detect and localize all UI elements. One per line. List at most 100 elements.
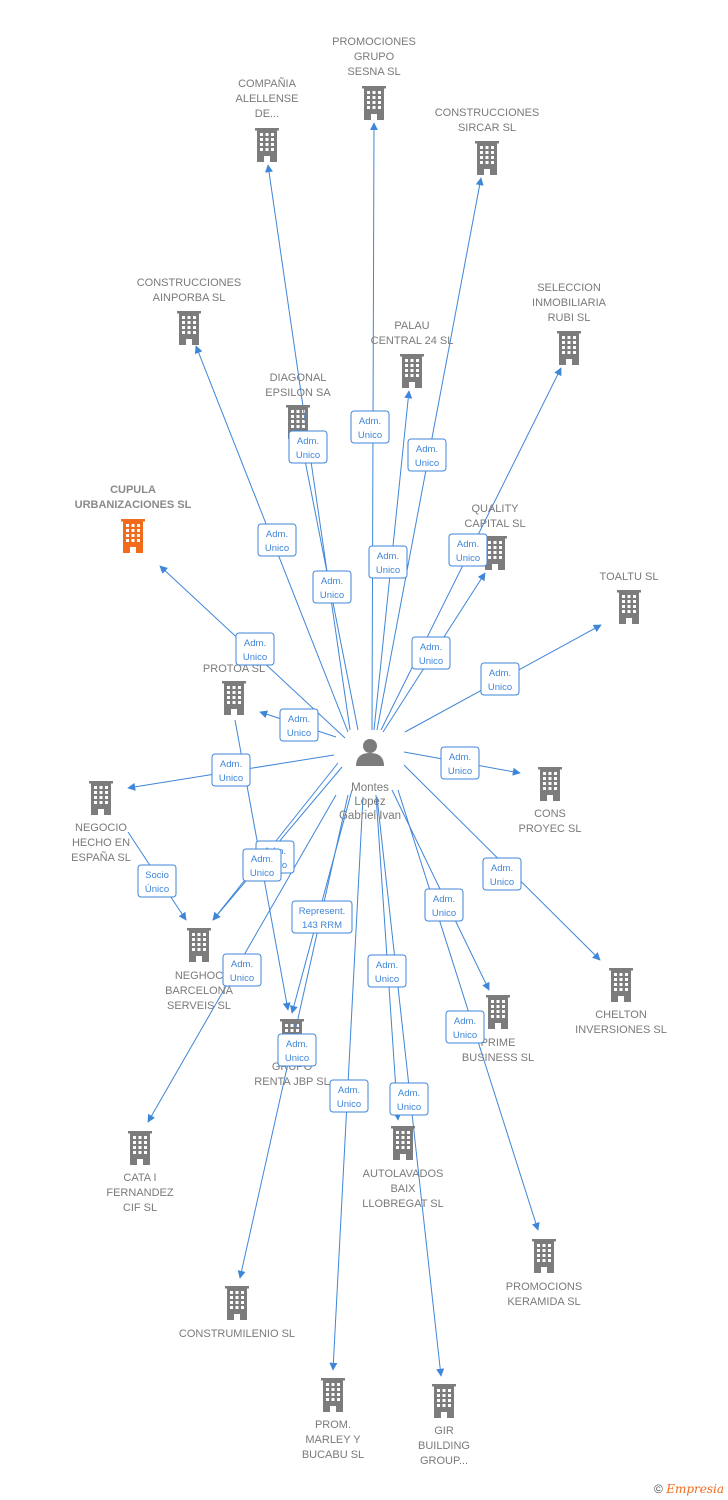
relation-badge-r-compania[interactable]: Adm.Unico (288, 430, 328, 464)
relation-label: Adm. (244, 638, 266, 649)
relation-badge-r-negocio[interactable]: Adm.Unico (211, 753, 251, 787)
relation-label: Unico (243, 652, 267, 663)
relation-badge-r-ainporba[interactable]: Adm.Unico (257, 523, 297, 557)
company-name-line: CONSTRUCCIONES (137, 277, 242, 289)
company-node-construcciones-ainporba[interactable]: CONSTRUCCIONES AINPORBA SL (137, 277, 242, 345)
relation-label: Unico (230, 973, 254, 984)
building-icon (255, 128, 279, 162)
company-name-line: KERAMIDA SL (507, 1296, 580, 1308)
company-name-line: HECHO EN (72, 837, 130, 849)
relation-label: Adm. (251, 854, 273, 865)
company-node-quality-capital[interactable]: QUALITY CAPITAL SL (464, 503, 526, 570)
relation-label: Unico (219, 773, 243, 784)
company-name-line: CAPITAL SL (464, 518, 525, 530)
relation-badge-r-diagonal[interactable]: Adm.Unico (312, 570, 352, 604)
company-name-line: CIF SL (123, 1202, 157, 1214)
relation-badge-r-quality[interactable]: Adm.Unico (411, 636, 451, 670)
company-node-compania-alellense[interactable]: COMPAÑIA ALELLENSE DE... (236, 77, 299, 162)
company-name-line: SELECCION (537, 282, 601, 294)
company-name-line: COMPAÑIA (238, 77, 297, 90)
relation-badge-r-represent[interactable]: Represent.143 RRM (291, 900, 353, 934)
company-name-line: QUALITY (471, 503, 519, 515)
company-name-line: CONS (534, 808, 566, 820)
company-name-line: FERNANDEZ (106, 1187, 174, 1199)
footer-brand: © Empresia (654, 1482, 724, 1496)
relation-label: Único (145, 884, 169, 895)
empresia-logo[interactable]: Empresia (666, 1482, 724, 1496)
company-name-line: ESPAÑA SL (71, 851, 131, 864)
relation-badge-r-keramida[interactable]: Adm.Unico (445, 1010, 485, 1044)
company-name-line: CONSTRUCCIONES (435, 107, 540, 119)
building-icon (609, 968, 633, 1002)
relation-badge-r-protoa[interactable]: Adm.Unico (279, 708, 319, 742)
relation-label: Adm. (297, 436, 319, 447)
building-icon (187, 928, 211, 962)
company-name-line: SESNA SL (347, 66, 400, 78)
relation-label: Adm. (398, 1088, 420, 1099)
relation-badge-r-cata[interactable]: Adm.Unico (222, 953, 262, 987)
relation-label: Unico (375, 974, 399, 985)
company-name-line: BUCABU SL (302, 1449, 364, 1461)
company-node-protoa[interactable]: PROTOA SL (203, 663, 265, 715)
relation-badge-r-renta[interactable]: Adm.Unico (277, 1033, 317, 1067)
edge-to-promocions-keramida (397, 789, 540, 1231)
company-name-line: CHELTON (595, 1009, 647, 1021)
relation-badge-r-autolavados[interactable]: Adm.Unico (367, 954, 407, 988)
relation-label: Adm. (491, 863, 513, 874)
relation-badge-r-toaltu[interactable]: Adm.Unico (480, 662, 520, 696)
relation-badge-r-sircar[interactable]: Adm.Unico (407, 438, 447, 472)
building-icon (538, 767, 562, 801)
relation-label: Adm. (433, 894, 455, 905)
relation-badge-r-cupula[interactable]: Adm. Unico (235, 632, 275, 666)
company-name-line: GIR (434, 1425, 454, 1437)
relation-label: Unico (415, 458, 439, 469)
company-name-line: ALELLENSE (236, 93, 299, 105)
relation-label: Adm. (454, 1016, 476, 1027)
company-node-gir-building-group[interactable]: GIRBUILDINGGROUP... (418, 1384, 470, 1467)
relation-label: Unico (448, 766, 472, 777)
relation-label: Adm. (420, 642, 442, 653)
relation-badge-r-marley[interactable]: Adm.Unico (329, 1079, 369, 1113)
relation-badge-r-chelton[interactable]: Adm.Unico (482, 857, 522, 891)
company-node-toaltu[interactable]: TOALTU SL (600, 571, 659, 624)
person-name-line: Gabriel Ivan (339, 810, 401, 822)
company-name-line: SERVEIS SL (167, 1000, 231, 1012)
company-name-line: INMOBILIARIA (532, 297, 607, 309)
company-node-seleccion-inmobiliaria-rubi[interactable]: SELECCION INMOBILIARIA RUBI SL (532, 282, 607, 365)
person-name-line: Montes (351, 782, 389, 794)
relation-badge-r-prime[interactable]: Adm.Unico (424, 888, 464, 922)
company-name-line: BARCELONA (165, 985, 234, 997)
relation-badge-r-cons[interactable]: Adm.Unico (440, 746, 480, 780)
relation-badge-r-sesna[interactable]: Adm.Unico (350, 410, 390, 444)
company-name-line: RUBI SL (548, 312, 591, 324)
relation-label: Unico (337, 1099, 361, 1110)
relation-badge-r-seleccion[interactable]: Adm.Unico (448, 533, 488, 567)
relation-label: Unico (488, 682, 512, 693)
company-name-line: AINPORBA SL (153, 292, 226, 304)
building-icon (486, 995, 510, 1029)
relation-badge-r-palau[interactable]: Adm.Unico (368, 545, 408, 579)
relation-label: Adm. (266, 529, 288, 540)
company-name-line: BAIX (390, 1183, 416, 1195)
company-name-line: DE... (255, 108, 279, 120)
relation-badge-r-neghoc[interactable]: Adm.Unico (242, 848, 282, 882)
company-node-construmilenio[interactable]: CONSTRUMILENIO SL (179, 1286, 295, 1340)
building-icon (432, 1384, 456, 1418)
relation-badge-r-gir[interactable]: Adm.Unico (389, 1082, 429, 1116)
